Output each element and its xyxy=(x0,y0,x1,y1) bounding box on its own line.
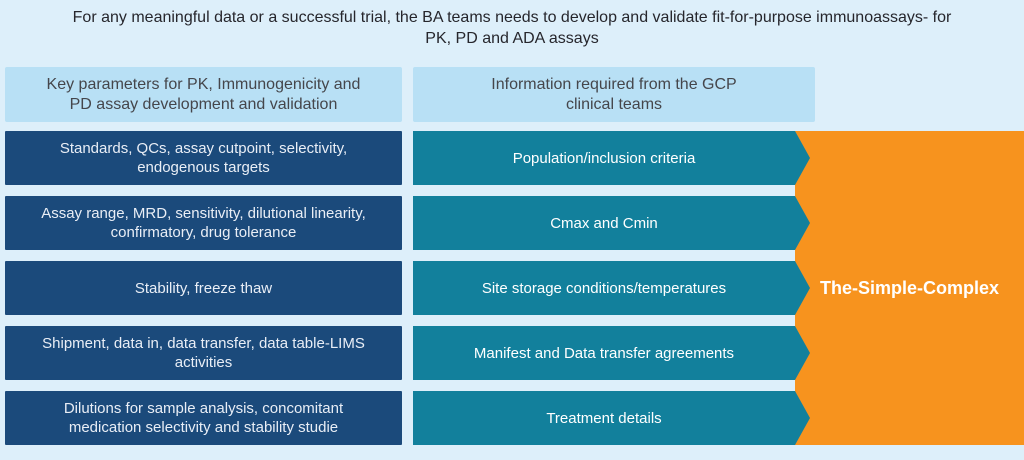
right-item-label: Cmax and Cmin xyxy=(550,214,658,232)
right-item-manifest: Manifest and Data transfer agreements xyxy=(413,326,810,380)
diagram-title: For any meaningful data or a successful … xyxy=(0,7,1024,49)
right-item-treatment: Treatment details xyxy=(413,391,810,445)
left-item-standards: Standards, QCs, assay cutpoint, selectiv… xyxy=(5,131,402,185)
left-item-label: Standards, QCs, assay cutpoint, selectiv… xyxy=(59,140,348,176)
left-item-label: Assay range, MRD, sensitivity, dilutiona… xyxy=(41,205,366,241)
right-item-site-storage: Site storage conditions/temperatures xyxy=(413,261,810,315)
simple-complex-banner: The-Simple-Complex xyxy=(795,131,1024,445)
right-item-cmax-cmin: Cmax and Cmin xyxy=(413,196,810,250)
left-item-dilutions: Dilutions for sample analysis, concomita… xyxy=(5,391,402,445)
left-column-header-line2: PD assay development and validation xyxy=(69,95,338,113)
right-column-header-line1: Information required from the GCP xyxy=(491,75,737,93)
left-item-shipment: Shipment, data in, data transfer, data t… xyxy=(5,326,402,380)
right-item-population: Population/inclusion criteria xyxy=(413,131,810,185)
right-column-header: Information required from the GCP clinic… xyxy=(413,67,815,122)
left-item-label: Dilutions for sample analysis, concomita… xyxy=(63,400,344,436)
diagram-title-line2: PK, PD and ADA assays xyxy=(425,30,599,47)
left-item-label: Shipment, data in, data transfer, data t… xyxy=(42,335,365,371)
right-item-label: Manifest and Data transfer agreements xyxy=(473,344,735,362)
left-column-header-line1: Key parameters for PK, Immunogenicity an… xyxy=(46,75,361,93)
simple-complex-banner-label: The-Simple-Complex xyxy=(819,277,1000,298)
diagram-title-line1: For any meaningful data or a successful … xyxy=(72,9,952,26)
left-item-label: Stability, freeze thaw xyxy=(134,279,273,297)
right-item-label: Treatment details xyxy=(546,409,662,427)
left-item-assay-range: Assay range, MRD, sensitivity, dilutiona… xyxy=(5,196,402,250)
left-item-stability: Stability, freeze thaw xyxy=(5,261,402,315)
left-column-header: Key parameters for PK, Immunogenicity an… xyxy=(5,67,402,122)
right-item-label: Population/inclusion criteria xyxy=(512,149,696,167)
right-item-label: Site storage conditions/temperatures xyxy=(481,279,727,297)
right-column-header-line2: clinical teams xyxy=(565,95,663,113)
